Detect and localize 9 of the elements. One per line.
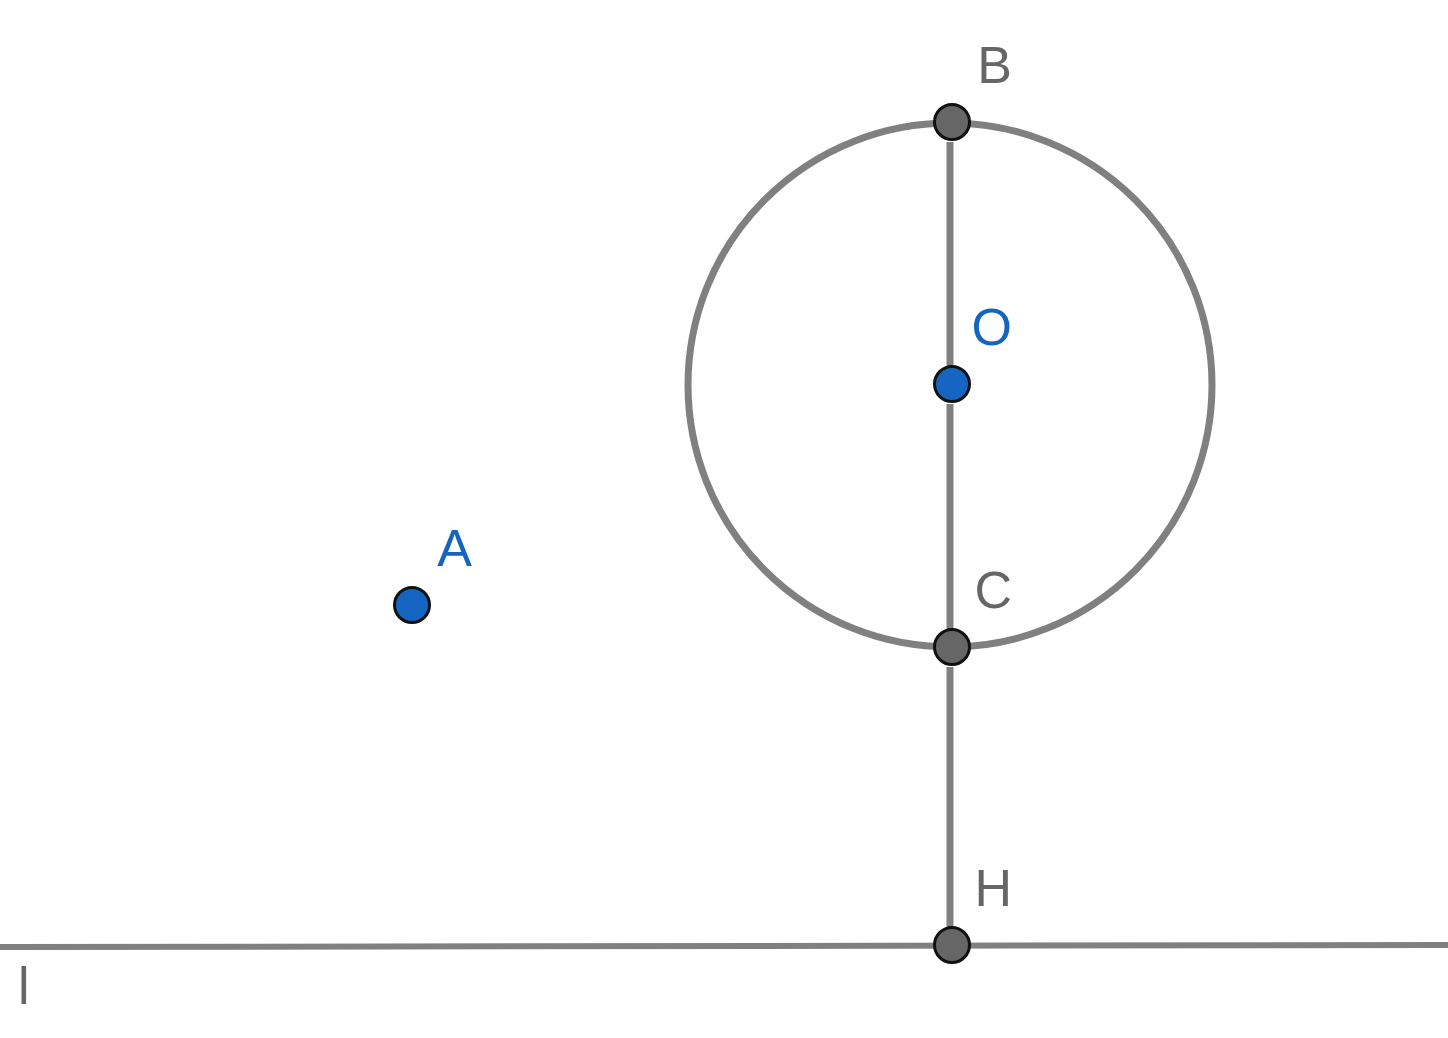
point-label: A	[437, 520, 472, 576]
line-segment	[946, 404, 954, 629]
line-segment	[946, 667, 954, 927]
line-label: l	[18, 958, 30, 1014]
point-label: H	[974, 860, 1012, 916]
point-label: O	[971, 299, 1012, 355]
line-segment	[946, 142, 954, 366]
point-label: C	[974, 562, 1012, 618]
point-label: B	[977, 37, 1012, 93]
